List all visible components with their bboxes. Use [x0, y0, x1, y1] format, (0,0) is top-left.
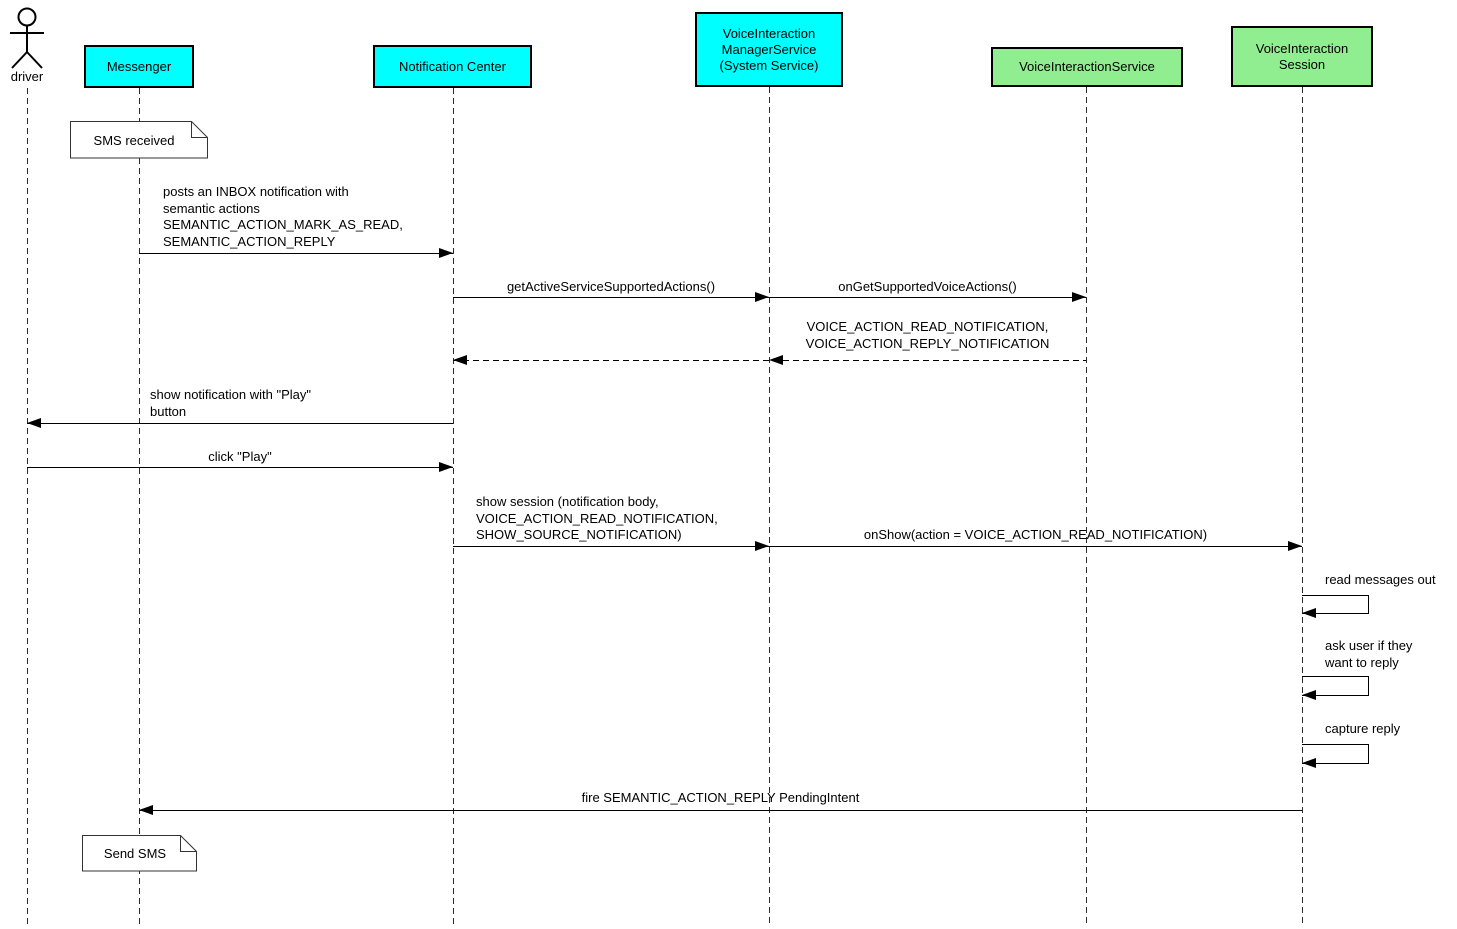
participant-notification-center: Notification Center — [373, 45, 532, 88]
self-message-ask-user-reply-line-top — [1302, 676, 1368, 677]
actor-driver-icon — [10, 7, 44, 69]
lifeline-messenger — [139, 88, 140, 925]
message-on-get-supported-voice-actions-label: onGetSupportedVoiceActions() — [838, 279, 1017, 294]
lifeline-driver — [27, 88, 28, 925]
message-click-play-line — [27, 467, 453, 468]
message-on-show-label: onShow(action = VOICE_ACTION_READ_NOTIFI… — [863, 527, 1208, 542]
note-sms-received: SMS received — [70, 121, 208, 159]
self-message-capture-reply-line-bottom — [1302, 763, 1368, 764]
message-on-show-line — [769, 546, 1302, 547]
self-message-read-messages-out-line-right — [1368, 595, 1369, 614]
message-post-notification-line — [139, 253, 453, 254]
lifeline-voice-interaction-service — [1086, 87, 1087, 925]
message-supported-actions-return-mid-arrowhead-icon — [769, 355, 783, 365]
self-message-capture-reply-line-right — [1368, 744, 1369, 764]
message-show-session-line — [453, 546, 769, 547]
message-get-active-service-supported-actions-line — [453, 297, 769, 298]
message-show-notification-label: show notification with "Play" button — [150, 387, 311, 419]
actor-driver-label: driver — [10, 69, 44, 84]
message-supported-actions-return-label: VOICE_ACTION_READ_NOTIFICATION, VOICE_AC… — [805, 319, 1050, 351]
self-message-ask-user-reply-line-bottom — [1302, 695, 1368, 696]
message-show-session-arrowhead-icon — [755, 541, 769, 551]
message-get-active-service-supported-actions-label: getActiveServiceSupportedActions() — [506, 279, 716, 294]
message-show-notification-arrowhead-icon — [27, 418, 41, 428]
self-message-ask-user-reply-line-right — [1368, 676, 1369, 696]
self-message-ask-user-reply-label: ask user if they want to reply — [1325, 638, 1413, 670]
message-on-show-arrowhead-icon — [1288, 541, 1302, 551]
message-supported-actions-return-arrowhead-icon — [453, 355, 467, 365]
note-send-sms: Send SMS — [82, 835, 197, 872]
participant-voice-interaction-session: VoiceInteraction Session — [1231, 26, 1373, 87]
message-show-notification-line — [27, 423, 453, 424]
message-fire-pending-intent-label: fire SEMANTIC_ACTION_REPLY PendingIntent — [581, 790, 860, 805]
lifeline-notification-center — [453, 88, 454, 925]
self-message-capture-reply-arrowhead-icon — [1302, 758, 1316, 768]
message-show-session-label: show session (notification body, VOICE_A… — [476, 494, 718, 542]
participant-messenger: Messenger — [84, 45, 194, 88]
self-message-read-messages-out-arrowhead-icon — [1302, 608, 1316, 618]
message-post-notification-arrowhead-icon — [439, 248, 453, 258]
self-message-capture-reply-label: capture reply — [1325, 721, 1401, 736]
message-click-play-label: click "Play" — [208, 449, 272, 464]
participant-voice-interaction-manager-service: VoiceInteraction ManagerService (System … — [695, 12, 843, 87]
message-on-get-supported-voice-actions-arrowhead-icon — [1072, 292, 1086, 302]
lifeline-voice-interaction-manager-service — [769, 87, 770, 925]
note-sms-received-label: SMS received — [94, 133, 175, 148]
lifeline-voice-interaction-session — [1302, 87, 1303, 925]
message-fire-pending-intent-arrowhead-icon — [139, 805, 153, 815]
message-fire-pending-intent-line — [139, 810, 1302, 811]
self-message-read-messages-out-label: read messages out — [1325, 572, 1436, 587]
message-on-get-supported-voice-actions-line — [769, 297, 1086, 298]
note-send-sms-label: Send SMS — [104, 846, 166, 861]
self-message-read-messages-out-line-bottom — [1302, 613, 1368, 614]
message-get-active-service-supported-actions-arrowhead-icon — [755, 292, 769, 302]
self-message-read-messages-out-line-top — [1302, 595, 1368, 596]
self-message-ask-user-reply-arrowhead-icon — [1302, 690, 1316, 700]
message-click-play-arrowhead-icon — [439, 462, 453, 472]
message-post-notification-label: posts an INBOX notification with semanti… — [163, 184, 403, 249]
self-message-capture-reply-line-top — [1302, 744, 1368, 745]
participant-voice-interaction-service: VoiceInteractionService — [991, 47, 1183, 87]
